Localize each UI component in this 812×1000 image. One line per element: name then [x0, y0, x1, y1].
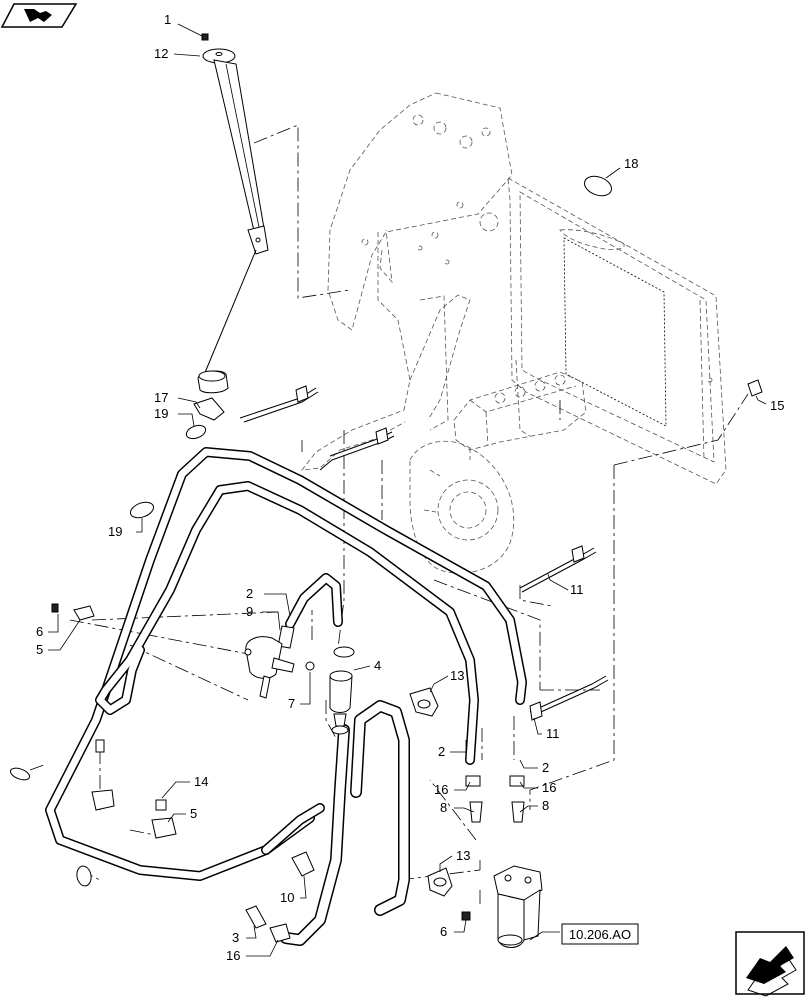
bolt-6-lower	[461, 911, 471, 921]
callout-10: 10	[280, 890, 294, 905]
callout-2-top: 2	[246, 586, 253, 601]
callout-11-top: 11	[570, 582, 584, 597]
callout-18: 18	[624, 156, 638, 171]
callout-16-lower: 16	[226, 948, 240, 963]
engine-frame-phantom	[301, 92, 727, 574]
callout-16-left: 16	[434, 782, 448, 797]
hose-clip-13-top	[409, 687, 439, 717]
bolt-centre	[91, 739, 115, 811]
fitting-16-left	[465, 775, 481, 787]
fitting-8-left	[469, 801, 483, 823]
reference-label[interactable]: 10.206.AO	[569, 927, 631, 942]
callout-9: 9	[246, 604, 253, 619]
dipstick-lines	[239, 385, 609, 721]
next-page-arrow-icon[interactable]	[735, 931, 805, 997]
center-lines	[29, 124, 749, 905]
callout-13-bottom: 13	[456, 848, 470, 863]
radiator-grid	[563, 237, 667, 427]
hose-drain	[261, 803, 325, 855]
fuel-sender-assembly	[197, 48, 269, 394]
leader-lines	[48, 23, 767, 957]
callout-11-bottom: 11	[546, 726, 560, 741]
callout-17: 17	[154, 390, 168, 405]
callout-16-right: 16	[542, 780, 556, 795]
fitting-7	[305, 661, 315, 671]
callout-19-top: 19	[154, 406, 168, 421]
fitting-3	[245, 905, 267, 929]
callout-6-lower: 6	[440, 924, 447, 939]
callout-8-right: 8	[542, 798, 549, 813]
screw-1	[201, 33, 209, 41]
hose-filter-supply	[285, 573, 343, 629]
clip-5-top	[73, 605, 95, 621]
book-arrow-icon[interactable]	[0, 3, 78, 28]
hose-lower-right	[350, 700, 410, 916]
fuel-filter-4	[329, 646, 355, 735]
fitting-8-right	[511, 801, 525, 823]
callout-15: 15	[770, 398, 784, 413]
clip-ring-bottom	[76, 865, 92, 887]
callout-labels: 1 12 18 17 19 15 19 2 9 6 5 4 7 13 11 11…	[36, 12, 784, 963]
callout-8-left: 8	[440, 800, 447, 815]
bolt-14	[151, 799, 177, 839]
callout-2-right: 2	[542, 760, 549, 775]
callout-2-left: 2	[438, 744, 445, 759]
clamp-17	[193, 397, 225, 421]
clip-ring-left	[9, 767, 31, 781]
fitting-16-right	[509, 775, 525, 787]
callout-5-bottom: 5	[190, 806, 197, 821]
hose-lower-left	[280, 724, 350, 946]
hose-clip-13-bottom	[427, 867, 453, 897]
bolt-6-top	[51, 603, 59, 613]
fitting-10	[291, 851, 315, 877]
callout-3: 3	[232, 930, 239, 945]
callout-12: 12	[154, 46, 168, 61]
callout-7: 7	[288, 696, 295, 711]
clamp-19-top	[185, 424, 207, 440]
callout-6-top: 6	[36, 624, 43, 639]
clamp-19-left	[129, 501, 155, 519]
callout-19-left: 19	[108, 524, 122, 539]
callout-14: 14	[194, 774, 208, 789]
callout-5-top: 5	[36, 642, 43, 657]
callout-4: 4	[374, 658, 381, 673]
fitting-16-lower	[269, 923, 291, 943]
callout-1: 1	[164, 12, 171, 27]
fuel-pump-9	[244, 625, 295, 699]
callout-13-top: 13	[450, 668, 464, 683]
fitting-15	[747, 379, 763, 397]
reference-link[interactable]: 10.206.AO	[561, 923, 639, 945]
hose-return-loop	[95, 481, 479, 765]
water-separator	[493, 865, 543, 948]
filler-cap-18	[583, 175, 613, 197]
hose-main-loop	[45, 447, 527, 881]
